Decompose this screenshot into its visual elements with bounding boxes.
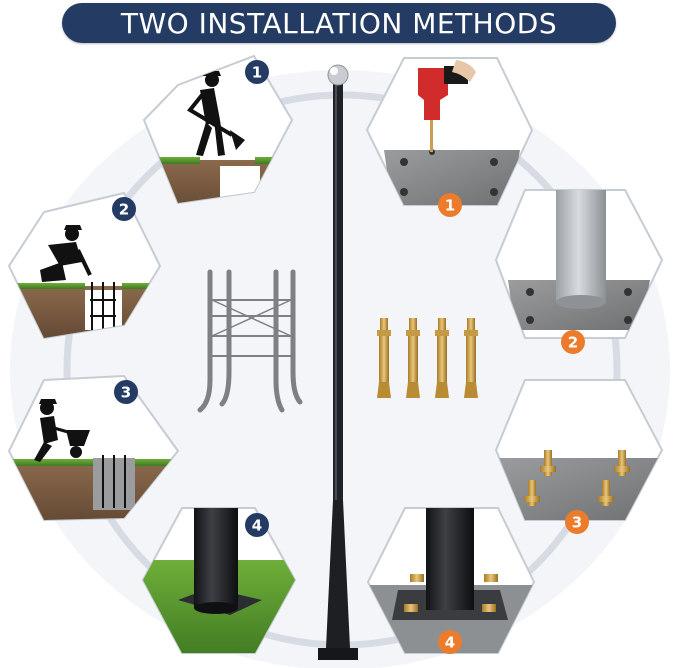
light-pole — [318, 64, 358, 660]
svg-text:3: 3 — [121, 384, 131, 402]
svg-text:2: 2 — [119, 201, 129, 219]
buried-step-badges: 1 2 3 4 — [112, 60, 269, 537]
bolted-step-3-panel — [494, 379, 664, 521]
step-badge: 2 — [561, 330, 585, 354]
anchor-bolts — [377, 318, 478, 398]
title-banner: TWO INSTALLATION METHODS — [62, 3, 616, 43]
svg-text:2: 2 — [568, 334, 578, 352]
pole-base-plate-icon — [508, 190, 650, 330]
step-badge: 1 — [438, 193, 462, 217]
step-badge: 2 — [112, 197, 136, 221]
step-badge: 4 — [245, 513, 269, 537]
buried-step-4-panel — [141, 507, 297, 654]
svg-text:4: 4 — [445, 634, 455, 652]
svg-text:3: 3 — [572, 514, 582, 532]
step-badge: 1 — [245, 60, 269, 84]
step-badge: 3 — [565, 510, 589, 534]
step-badge: 4 — [438, 630, 462, 654]
bolted-step-1-panel — [365, 57, 534, 206]
svg-text:1: 1 — [252, 64, 262, 82]
buried-step-1-panel — [142, 54, 294, 205]
step-badge: 3 — [114, 380, 138, 404]
drill-plate-icon — [384, 60, 520, 205]
bolted-step-badges: 1 2 3 4 — [438, 193, 589, 654]
rebar-cage — [197, 269, 303, 413]
anchor-bolts-plate-icon — [496, 450, 662, 520]
bolted-step-2-panel — [494, 189, 664, 339]
page-title: TWO INSTALLATION METHODS — [120, 6, 558, 40]
svg-text:1: 1 — [445, 197, 455, 215]
svg-text:4: 4 — [252, 517, 262, 535]
